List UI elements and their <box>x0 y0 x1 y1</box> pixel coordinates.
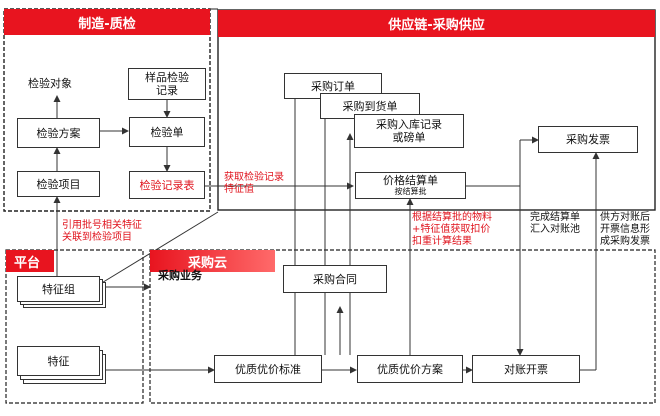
purchase-receipt-node: 采购入库记录 或磅单 <box>354 114 464 148</box>
platform-header: 平台 <box>6 250 54 272</box>
reconcile-pool-line1: 完成结算单 <box>530 212 580 223</box>
supplier-invoice-line1: 供方对账后 <box>600 212 650 223</box>
feature-group-node: 特征组 <box>17 276 100 302</box>
get-inspection-record-line1: 获取检验记录 <box>224 172 284 183</box>
purchase-order-node: 采购订单 <box>284 73 382 99</box>
reconcile-invoice-node: 对账开票 <box>472 355 580 383</box>
purchase-receipt-line2: 或磅单 <box>392 131 426 144</box>
inspection-order-node: 检验单 <box>129 117 205 147</box>
supplier-invoice-line2: 开票信息形 <box>600 224 650 235</box>
quality-price-standard-node: 优质优价标准 <box>214 355 322 383</box>
settlement-rule-line1: 根据结算批的物料 <box>412 212 492 223</box>
reference-batch-line1: 引用批号相关特征 <box>62 220 142 231</box>
procurement-business-label: 采购业务 <box>158 269 202 282</box>
purchase-receipt-line1: 采购入库记录 <box>376 118 442 131</box>
settlement-rule-line3: 扣重计算结果 <box>412 236 472 247</box>
reference-batch-note: 引用批号相关特征 关联到检验项目 <box>62 220 142 244</box>
feature-node: 特征 <box>17 346 100 376</box>
reconcile-pool-note: 完成结算单 汇入对账池 <box>530 212 580 236</box>
inspection-record-table-node: 检验记录表 <box>129 171 205 199</box>
purchase-contract-node: 采购合同 <box>283 265 387 293</box>
sample-inspection-record-line1: 样品检验 <box>145 71 189 84</box>
supply-chain-header: 供应链-采购供应 <box>218 10 655 37</box>
supplier-invoice-note: 供方对账后 开票信息形 成采购发票 <box>600 212 650 248</box>
inspection-plan-node: 检验方案 <box>17 118 100 148</box>
settlement-rule-note: 根据结算批的物料 +特征值获取扣价 扣重计算结果 <box>412 212 492 248</box>
supplier-invoice-line3: 成采购发票 <box>600 236 650 247</box>
price-settlement-node: 价格结算单 按结算批 <box>355 172 466 199</box>
sample-inspection-record-line2: 记录 <box>156 84 178 97</box>
get-inspection-record-line2: 特征值 <box>224 184 254 195</box>
sample-inspection-record-node: 样品检验 记录 <box>128 68 206 100</box>
settlement-rule-line2: +特征值获取扣价 <box>412 224 491 235</box>
get-inspection-record-note: 获取检验记录 特征值 <box>224 172 284 196</box>
reference-batch-line2: 关联到检验项目 <box>62 232 132 243</box>
settle-by-batch-label: 按结算批 <box>394 187 427 196</box>
inspection-object: 检验对象 <box>28 77 72 90</box>
price-settlement-label: 价格结算单 <box>383 174 438 187</box>
inspection-item-node: 检验项目 <box>17 171 100 197</box>
reconcile-pool-line2: 汇入对账池 <box>530 224 580 235</box>
manufacturing-header: 制造-质检 <box>4 9 210 35</box>
purchase-invoice-node: 采购发票 <box>538 126 638 153</box>
quality-price-plan-node: 优质优价方案 <box>357 355 463 383</box>
procurement-cloud-header: 采购云 <box>150 250 275 272</box>
